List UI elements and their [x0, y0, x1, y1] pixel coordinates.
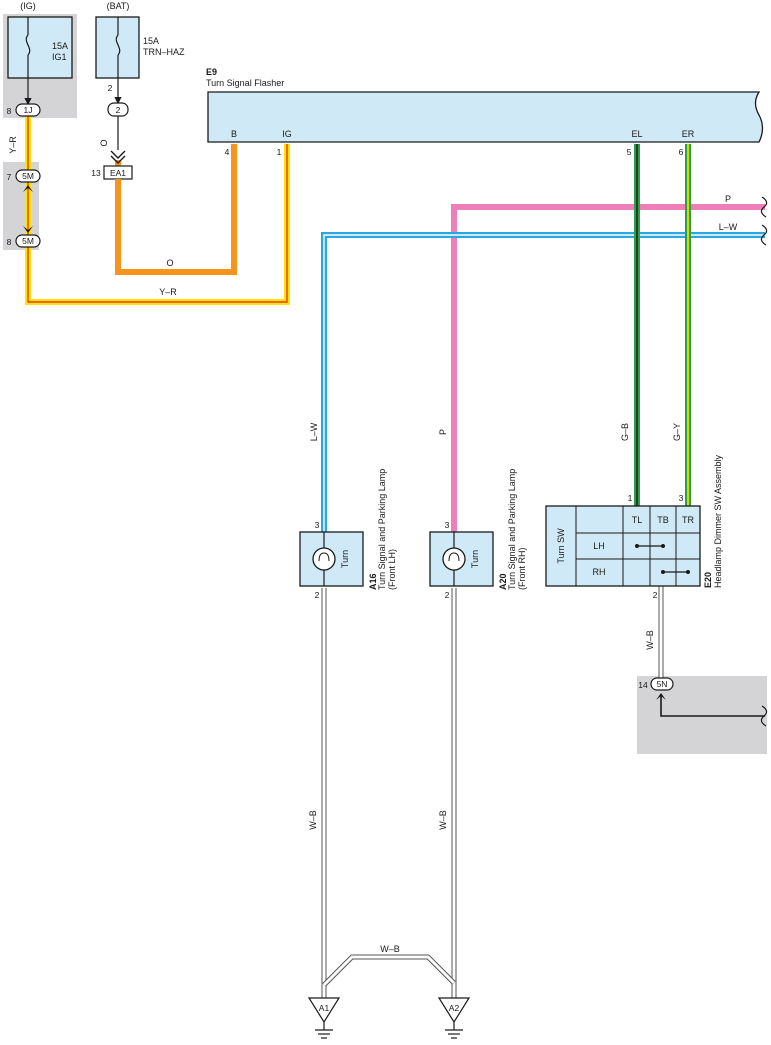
- wire-label-w-b-bottom: W–B: [380, 944, 400, 954]
- switch-code: E20: [703, 572, 713, 588]
- wire-pink: [451, 204, 765, 532]
- lamp-a16-bulb-label: Turn: [340, 550, 350, 568]
- connector-5m-bot-label: 5M: [22, 236, 34, 246]
- wire-label-p-vertical: P: [438, 429, 448, 435]
- lamp-a20-name: Turn Signal and Parking Lamp: [507, 469, 517, 590]
- bulb-a16-icon: [312, 547, 336, 571]
- lamp-a20-location: (Front RH): [517, 547, 527, 590]
- flasher-terminal-el: EL: [631, 129, 642, 139]
- connector-5n-label: 5N: [657, 679, 668, 689]
- switch-pin-bottom: 2: [653, 590, 658, 600]
- wire-orange: [115, 144, 237, 275]
- lamp-a16-code: A16: [368, 573, 378, 590]
- ground-a1-icon: [307, 997, 341, 1039]
- ig-fuse-icon: [25, 34, 31, 56]
- bat-fuse-rating: 15A: [143, 36, 159, 46]
- switch-row-rh: RH: [593, 567, 606, 577]
- lamp-a20-pin-top: 3: [445, 520, 450, 530]
- connector-1j-pin: 8: [7, 106, 12, 116]
- connector-5m-top-pin: 7: [7, 172, 12, 182]
- flasher-name: Turn Signal Flasher: [206, 78, 284, 88]
- bat-pin-top: 2: [108, 83, 113, 93]
- switch-col-tr: TR: [682, 515, 694, 525]
- bulb-a20-icon: [442, 547, 466, 571]
- wire-l-w: [321, 232, 765, 532]
- switch-name: Headlamp Dimmer SW Assembly: [713, 454, 723, 588]
- lamp-a20-bulb-label: Turn: [470, 550, 480, 568]
- arrow-5m-down: [23, 226, 33, 233]
- flasher-pin-ig: 1: [277, 147, 282, 157]
- wire-label-l-w-vertical: L–W: [309, 422, 319, 441]
- arrow-5m-up: [23, 185, 33, 192]
- wire-label-y-r: Y–R: [8, 136, 18, 154]
- wire-label-w-b-a16: W–B: [308, 810, 318, 830]
- wire-black-5n: [660, 694, 765, 717]
- connector-5m-top: [15, 169, 41, 183]
- lamp-a20-code: A20: [498, 573, 508, 590]
- flasher-box: [207, 91, 764, 143]
- connector-5m-bot-pin: 8: [7, 237, 12, 247]
- connector-5n-pin: 14: [638, 680, 648, 690]
- connector-bat-label: 2: [116, 105, 121, 115]
- bat-header: (BAT): [107, 1, 130, 11]
- switch-contact-rh: [661, 570, 690, 574]
- connector-1j: [15, 103, 41, 117]
- wire-label-y-r-bottom: Y–R: [159, 287, 177, 297]
- wire-break-mark-5n: [760, 705, 768, 727]
- ig-fuse-box: [7, 16, 73, 79]
- flasher-terminal-er: ER: [682, 129, 695, 139]
- switch-col-tb: TB: [657, 515, 669, 525]
- wire-label-g-b-vertical: G–B: [620, 423, 630, 441]
- ground-a2-icon: [437, 997, 471, 1039]
- flasher-pin-el: 5: [627, 147, 632, 157]
- switch-contact-lh: [635, 544, 665, 548]
- switch-side-label: Turn SW: [556, 528, 566, 564]
- ig-fuse-name: IG1: [52, 52, 67, 62]
- wire-label-g-y-vertical: G–Y: [672, 423, 682, 441]
- wire-w-b-lamps: [321, 588, 457, 998]
- lamp-a16-pin-top: 3: [315, 520, 320, 530]
- arrow-ea1-1: [110, 150, 126, 159]
- wire-break-mark-lw: [760, 224, 768, 246]
- connector-5m-bot: [15, 234, 41, 248]
- wire-y-r: [25, 116, 290, 305]
- arrow-5n-up: [656, 693, 666, 700]
- connector-ea1-pin: 13: [91, 168, 101, 178]
- connector-5n: [650, 677, 674, 691]
- lamp-a16-pin-bottom: 2: [315, 590, 320, 600]
- switch-pin-tr: 3: [679, 493, 684, 503]
- switch-col-tl: TL: [632, 515, 643, 525]
- flasher-pin-b: 4: [225, 147, 230, 157]
- wire-label-l-w-right: L–W: [719, 222, 738, 232]
- wire-label-o: O: [99, 139, 109, 146]
- connector-5m-top-label: 5M: [22, 171, 34, 181]
- connector-1j-label: 1J: [24, 105, 33, 115]
- connector-ea1-label: EA1: [110, 168, 126, 178]
- wire-label-p-right: P: [725, 194, 731, 204]
- wire-label-o-bottom: O: [166, 258, 173, 268]
- ground-a2-label: A2: [449, 1003, 460, 1013]
- lamp-a16-location: (Front LH): [387, 549, 397, 590]
- arrow-ea1-2: [110, 155, 126, 164]
- flasher-code: E9: [206, 67, 217, 77]
- lamp-a16-name: Turn Signal and Parking Lamp: [377, 469, 387, 590]
- bat-fuse-icon: [115, 34, 121, 56]
- wire-label-w-b-a20: W–B: [438, 810, 448, 830]
- flasher-pin-er: 6: [679, 147, 684, 157]
- wire-break-mark-p: [760, 196, 768, 218]
- flasher-terminal-b: B: [231, 129, 237, 139]
- bat-fuse-name: TRN–HAZ: [143, 47, 185, 57]
- ig-header: (IG): [20, 1, 36, 11]
- switch-pin-tl: 1: [628, 493, 633, 503]
- ig-fuse-rating: 15A: [52, 41, 68, 51]
- flasher-terminal-ig: IG: [282, 129, 292, 139]
- lamp-a20-pin-bottom: 2: [445, 590, 450, 600]
- wire-label-w-b-e20: W–B: [645, 630, 655, 650]
- switch-row-lh: LH: [593, 541, 605, 551]
- ground-a1-label: A1: [319, 1003, 330, 1013]
